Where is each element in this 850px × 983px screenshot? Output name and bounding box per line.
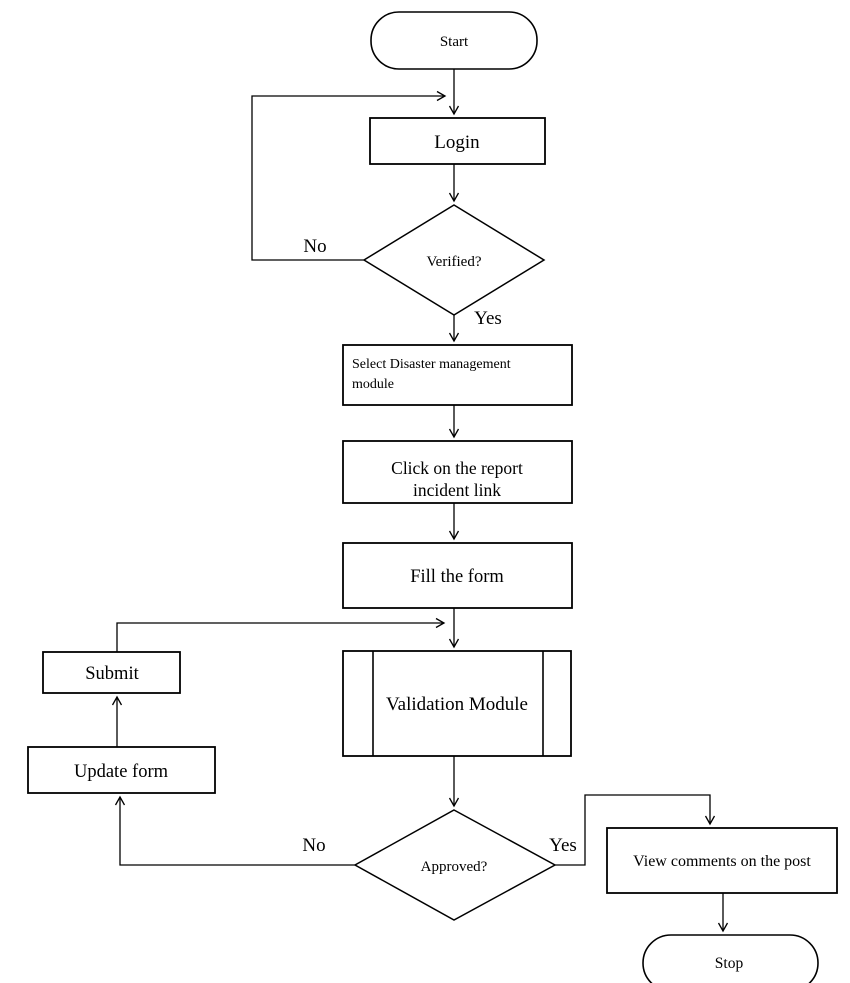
approved-decision-shape — [353, 809, 557, 921]
approved-yes-label: Yes — [549, 835, 577, 856]
edge-approved-yes-to-view — [555, 794, 716, 866]
submit-label: Submit — [85, 664, 139, 684]
submit-process-shape — [42, 651, 181, 694]
node-validation-module: Validation Module — [342, 650, 572, 757]
select-module-label-line2: module — [352, 377, 394, 392]
node-update-form: Update form — [27, 746, 216, 794]
select-module-label-line1: Select Disaster management — [352, 357, 511, 372]
view-comments-label: View comments on the post — [633, 853, 811, 870]
node-approved: Approved? — [353, 809, 557, 921]
login-label: Login — [434, 132, 480, 153]
node-select-module: Select Disaster management module — [342, 344, 573, 406]
fill-form-label: Fill the form — [410, 567, 504, 587]
node-verified: Verified? — [362, 204, 546, 316]
view-comments-process-shape — [606, 827, 838, 894]
edge-labels: No Yes No Yes — [302, 236, 576, 856]
node-stop: Stop — [642, 934, 819, 983]
validation-predefined-shape — [342, 650, 572, 757]
edge-submit-merge — [116, 617, 446, 652]
verified-decision-shape — [362, 204, 546, 316]
update-form-process-shape — [27, 746, 216, 794]
start-terminator-shape — [370, 11, 538, 70]
edge-approved-no-to-update — [114, 795, 355, 866]
node-start: Start — [370, 11, 538, 70]
node-login: Login — [369, 117, 546, 165]
click-report-label-line2: incident link — [413, 480, 501, 500]
connectors — [111, 69, 729, 933]
validation-label: Validation Module — [386, 694, 528, 715]
verified-label: Verified? — [427, 254, 482, 270]
stop-label: Stop — [715, 955, 744, 972]
fill-form-process-shape — [342, 542, 573, 609]
verified-yes-label: Yes — [474, 308, 502, 329]
click-report-process-shape — [342, 440, 573, 504]
approved-label: Approved? — [421, 859, 488, 875]
update-form-label: Update form — [74, 762, 169, 782]
select-module-process-shape — [342, 344, 573, 406]
edge-verified-no-loop — [251, 90, 447, 261]
node-view-comments: View comments on the post — [606, 827, 838, 894]
stop-terminator-shape — [642, 934, 819, 983]
node-click-report: Click on the report incident link — [342, 440, 573, 504]
approved-no-label: No — [302, 835, 325, 856]
node-fill-form: Fill the form — [342, 542, 573, 609]
node-submit: Submit — [42, 651, 181, 694]
click-report-label-line1: Click on the report — [391, 458, 523, 478]
start-label: Start — [440, 34, 469, 50]
login-process-shape — [369, 117, 546, 165]
verified-no-label: No — [303, 236, 326, 257]
